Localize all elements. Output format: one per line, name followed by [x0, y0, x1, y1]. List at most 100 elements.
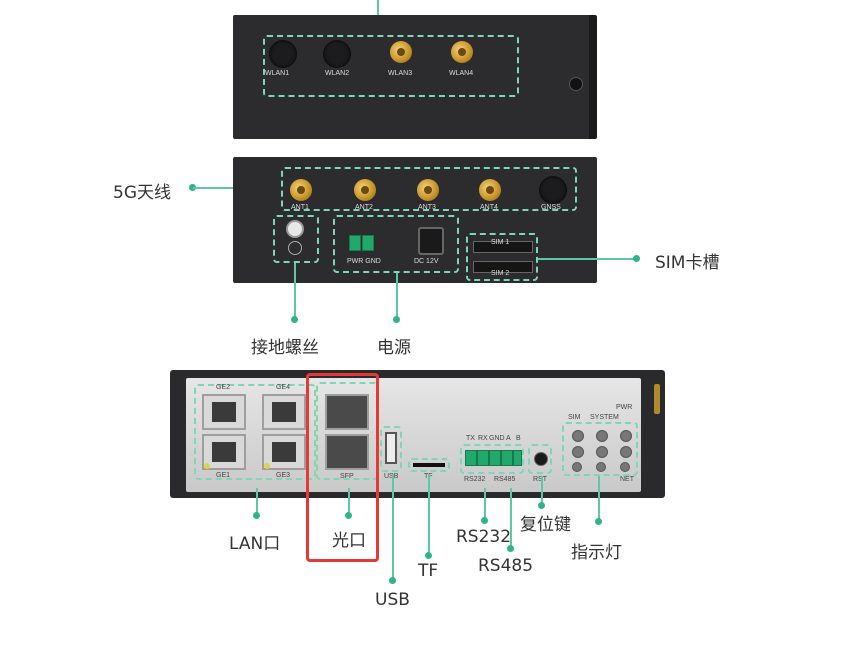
callout-line-reset — [541, 476, 543, 506]
callout-lan: LAN口 — [229, 534, 281, 554]
callout-dot-rs485 — [507, 545, 514, 552]
antenna-ports-frame — [281, 167, 577, 211]
ground-screw-frame — [273, 215, 319, 263]
ge1-label: GE1 — [216, 472, 231, 479]
bottom-device-panel: GE2 GE4 GE1 GE3 SFP USB TF TX RX GND A B… — [170, 370, 665, 498]
callout-dot-lan — [253, 512, 260, 519]
a-label: A — [506, 435, 511, 442]
reset-frame — [528, 444, 552, 474]
ant1-label: ANT1 — [291, 204, 309, 211]
gnd-label: GND — [489, 435, 505, 442]
ant1-antenna-icon — [290, 179, 312, 201]
serial-terminal-2 — [477, 450, 489, 466]
sim-frame — [466, 233, 538, 281]
indicator-led-icon — [620, 462, 630, 472]
rx-label: RX — [478, 435, 488, 442]
ant3-antenna-icon — [417, 179, 439, 201]
sim1-slot — [473, 241, 533, 253]
serial-terminal-4 — [501, 450, 513, 466]
callout-line-ground — [294, 263, 296, 321]
callout-line-usb — [392, 474, 394, 580]
lan-led-icon — [204, 463, 210, 469]
sfp-label: SFP — [340, 473, 354, 480]
ant2-label: ANT2 — [355, 204, 373, 211]
tx-label: TX — [466, 435, 475, 442]
usb-label: USB — [384, 473, 398, 480]
ground-symbol-icon — [288, 241, 302, 255]
callout-dot-usb — [389, 577, 396, 584]
sim1-label: SIM 1 — [491, 239, 510, 246]
indicator-frame — [562, 422, 638, 476]
wlan1-port — [269, 40, 297, 68]
pwr-indicator-label: PWR — [616, 404, 633, 411]
usb-frame — [380, 426, 402, 472]
callout-sim-slot: SIM卡槽 — [655, 253, 720, 273]
callout-line-sim — [538, 258, 636, 260]
sim2-slot — [473, 261, 533, 273]
dc12v-label: DC 12V — [414, 258, 439, 265]
sfp-port-lower — [325, 434, 369, 470]
lan-port-ge2 — [202, 394, 246, 430]
indicator-led-icon — [596, 446, 608, 458]
callout-line-optical — [348, 488, 350, 516]
serial-terminal-3 — [489, 450, 501, 466]
callout-ground-screw: 接地螺丝 — [251, 338, 319, 358]
pwr-gnd-label: PWR GND — [347, 258, 381, 265]
screw-icon — [569, 77, 583, 91]
side-antenna-icon — [654, 384, 660, 414]
rst-label: RST — [533, 476, 547, 483]
callout-dot-5g — [189, 184, 196, 191]
callout-line-indicator — [598, 476, 600, 522]
callout-dot-optical — [345, 512, 352, 519]
wlan3-antenna-icon — [390, 41, 412, 63]
wlan-ports-frame — [263, 35, 519, 97]
callout-power: 电源 — [377, 338, 411, 358]
wlan3-label: WLAN3 — [388, 70, 413, 77]
top-device-panel: WLAN1 WLAN2 WLAN3 WLAN4 — [233, 15, 597, 139]
b-label: B — [516, 435, 521, 442]
sim-indicator-label: SIM — [568, 414, 581, 421]
callout-line-tf — [428, 474, 430, 556]
gnss-label: GNSS — [541, 204, 561, 211]
callout-optical: 光口 — [332, 531, 366, 551]
indicator-led-icon — [596, 430, 608, 442]
system-indicator-label: SYSTEM — [590, 414, 619, 421]
ant3-label: ANT3 — [418, 204, 436, 211]
serial-frame — [460, 444, 524, 474]
lan-ports-frame — [194, 384, 316, 480]
callout-rs485: RS485 — [478, 556, 534, 576]
callout-line-rs232 — [484, 488, 486, 522]
callout-line-rs485 — [510, 488, 512, 550]
ant2-antenna-icon — [354, 179, 376, 201]
indicator-led-icon — [572, 462, 582, 472]
ant4-label: ANT4 — [480, 204, 498, 211]
callout-dot-indicator — [595, 518, 602, 525]
callout-usb: USB — [375, 590, 410, 610]
sfp-port-upper — [325, 394, 369, 430]
serial-terminal-5 — [513, 450, 522, 466]
callout-tf: TF — [418, 561, 439, 581]
serial-terminal-1 — [465, 450, 477, 466]
wlan4-antenna-icon — [451, 41, 473, 63]
wlan2-label: WLAN2 — [325, 70, 350, 77]
callout-dot-reset — [538, 502, 545, 509]
power-terminal-right — [362, 235, 374, 251]
callout-dot-tf — [425, 552, 432, 559]
callout-dot-sim — [633, 255, 640, 262]
net-indicator-label: NET — [620, 476, 634, 483]
callout-dot-power — [393, 316, 400, 323]
wlan4-label: WLAN4 — [449, 70, 474, 77]
ant4-antenna-icon — [479, 179, 501, 201]
sim2-label: SIM 2 — [491, 270, 510, 277]
rs232-small-label: RS232 — [464, 476, 486, 483]
optical-port-highlight — [306, 373, 379, 562]
gnss-port — [539, 176, 567, 204]
callout-dot-ground — [291, 316, 298, 323]
ge4-label: GE4 — [276, 384, 291, 391]
dc-jack-icon — [418, 227, 444, 255]
callout-5g-antenna: 5G天线 — [113, 183, 171, 203]
indicator-led-icon — [596, 462, 606, 472]
callout-reset: 复位键 — [520, 515, 571, 535]
power-terminal-left — [349, 235, 361, 251]
lan-led-icon — [264, 463, 270, 469]
